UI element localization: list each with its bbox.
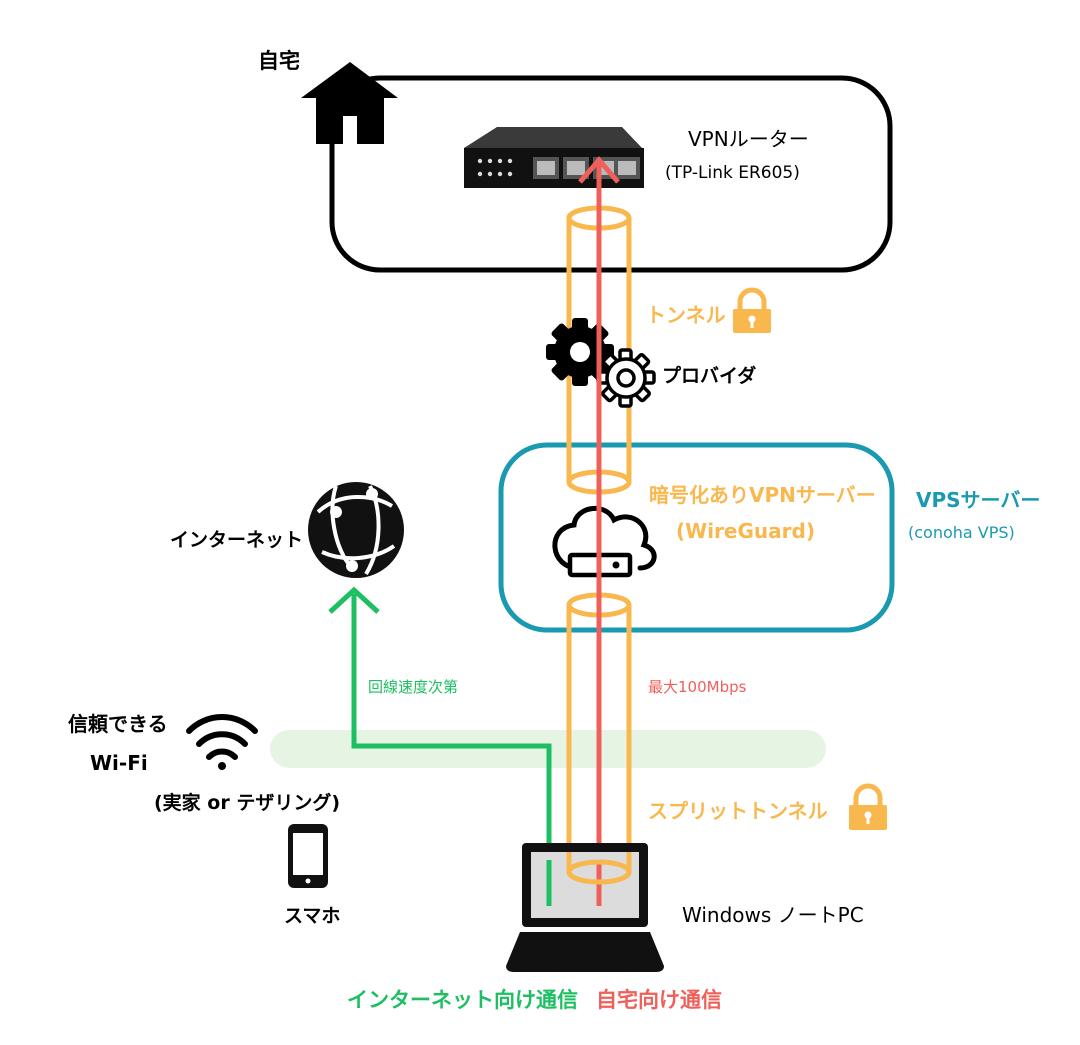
lock-icon	[733, 287, 771, 333]
router-model: (TP-Link ER605)	[665, 163, 800, 183]
wifi-icon	[186, 714, 258, 770]
home-path	[578, 156, 620, 905]
router-name: VPNルーター	[688, 127, 809, 151]
router-icon	[464, 127, 644, 188]
smartphone-icon	[288, 824, 328, 888]
vps-server-label: VPSサーバー	[916, 488, 1040, 512]
home-label: 自宅	[258, 49, 300, 73]
speed-depends-label: 回線速度次第	[368, 678, 458, 696]
house-icon	[301, 62, 398, 144]
wifi-note: (実家 or テザリング)	[154, 791, 340, 814]
wifi-label-line2: Wi-Fi	[90, 751, 148, 775]
internet-label: インターネット	[170, 529, 303, 551]
lower-tunnel-end	[566, 852, 632, 885]
legend-home: 自宅向け通信	[596, 988, 722, 1012]
vpn-server-subtitle: (WireGuard)	[676, 519, 815, 543]
gear-icon	[546, 318, 656, 408]
vps-provider-label: (conoha VPS)	[908, 523, 1015, 542]
vps-box	[498, 442, 895, 633]
max-speed-label: 最大100Mbps	[648, 678, 747, 696]
lock-icon	[849, 783, 887, 830]
provider-label: プロバイダ	[662, 364, 756, 387]
globe-icon	[308, 482, 404, 578]
wifi-label-line1: 信頼できる	[68, 712, 168, 736]
smartphone-label: スマホ	[284, 905, 340, 927]
home-box	[329, 75, 893, 273]
vpn-server-title: 暗号化ありVPNサーバー	[649, 483, 876, 507]
split-tunnel-label: スプリットトンネル	[648, 799, 828, 823]
tunnel-label: トンネル	[646, 303, 726, 327]
internet-path	[328, 586, 552, 905]
legend-internet: インターネット向け通信	[347, 988, 578, 1012]
cloud-server-icon	[552, 505, 657, 578]
laptop-label: Windows ノートPC	[682, 903, 864, 927]
